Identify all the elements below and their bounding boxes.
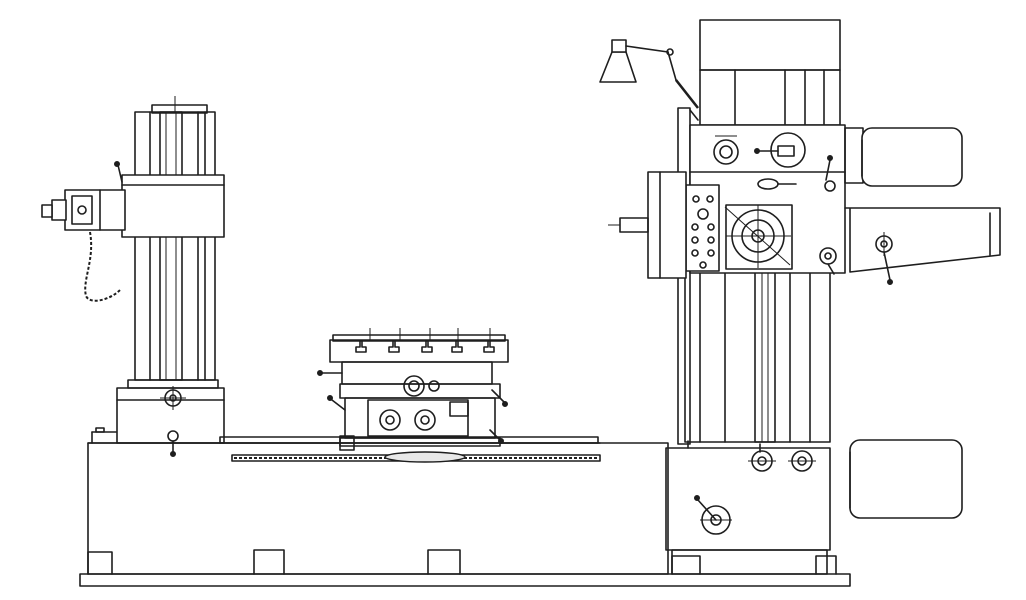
support-lamp-unit [41, 189, 126, 302]
work-table [317, 328, 509, 463]
end-support-column [114, 96, 225, 457]
center-marks [700, 135, 885, 521]
main-column [608, 19, 1001, 575]
work-lamp [599, 39, 677, 83]
machine-bed [79, 427, 851, 587]
t-slots [355, 340, 495, 353]
